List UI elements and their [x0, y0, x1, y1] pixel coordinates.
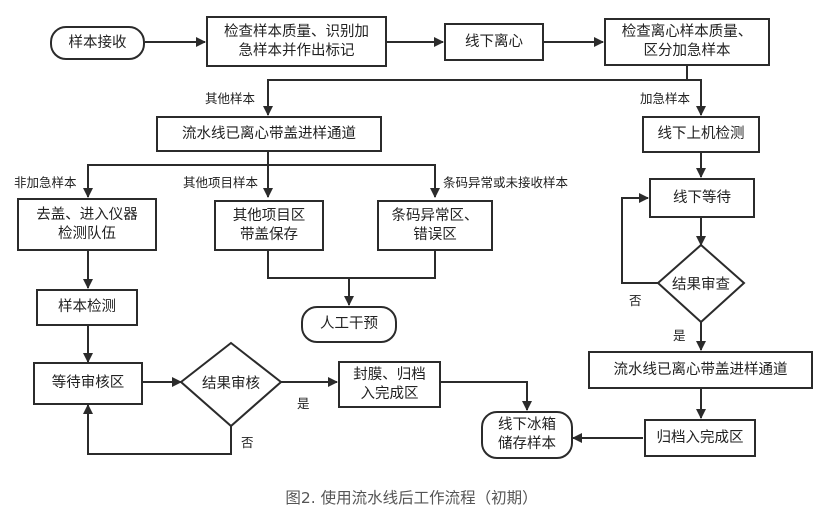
label-check-no: 否 [629, 293, 642, 308]
label-barcode-abnormal: 条码异常或未接收样本 [443, 175, 569, 190]
node-other-items-area: 其他项目区 带盖保存 [214, 200, 324, 251]
label-other-samples: 其他样本 [205, 91, 256, 106]
node-offline-wait: 线下等待 [649, 178, 755, 218]
edge-urgent-samples [687, 79, 706, 116]
node-sample-test: 样本检测 [36, 289, 138, 326]
node-fridge-storage: 线下冰箱 储存样本 [481, 411, 573, 459]
node-decap-queue: 去盖、进入仪器 检测队伍 [17, 198, 157, 251]
label-review-yes: 是 [297, 396, 310, 411]
node-pipeline-channel-1: 流水线已离心带盖进样通道 [156, 116, 382, 152]
node-offline-centrifuge: 线下离心 [444, 23, 544, 61]
node-seal-archive: 封膜、归档 入完成区 [338, 361, 441, 408]
node-result-check: 结果审查 [672, 276, 730, 293]
node-receive: 样本接收 [50, 26, 145, 60]
edge-other-samples [263, 66, 688, 116]
figure-caption: 图2. 使用流水线后工作流程（初期） [285, 489, 538, 507]
label-urgent-samples: 加急样本 [640, 91, 691, 106]
edge-barcode [268, 164, 440, 198]
node-archive-complete: 归档入完成区 [644, 419, 756, 457]
label-other-item-samples: 其他项目样本 [183, 175, 259, 190]
edge-non-urgent [83, 164, 268, 198]
node-offline-onboard: 线下上机检测 [642, 116, 760, 153]
edge-check-no [621, 193, 658, 284]
label-check-yes: 是 [673, 328, 686, 343]
node-barcode-error-area: 条码异常区、 错误区 [377, 200, 493, 251]
result-check-diamond [656, 243, 746, 324]
node-check-centrifuged: 检查离心样本质量、 区分加急样本 [604, 18, 770, 66]
edge-otheritems-manual [267, 250, 436, 279]
node-manual-intervention: 人工干预 [301, 306, 397, 343]
label-review-no: 否 [241, 435, 254, 450]
edge-review-no [83, 404, 232, 455]
edge-seal-fridge [441, 381, 532, 411]
result-review-diamond [179, 341, 283, 428]
node-wait-review-area: 等待审核区 [33, 362, 143, 405]
node-check-quality: 检查样本质量、识别加 急样本并作出标记 [206, 16, 387, 67]
node-pipeline-channel-2: 流水线已离心带盖进样通道 [588, 351, 813, 389]
node-result-review: 结果审核 [202, 375, 260, 392]
label-non-urgent-samples: 非加急样本 [14, 175, 77, 190]
